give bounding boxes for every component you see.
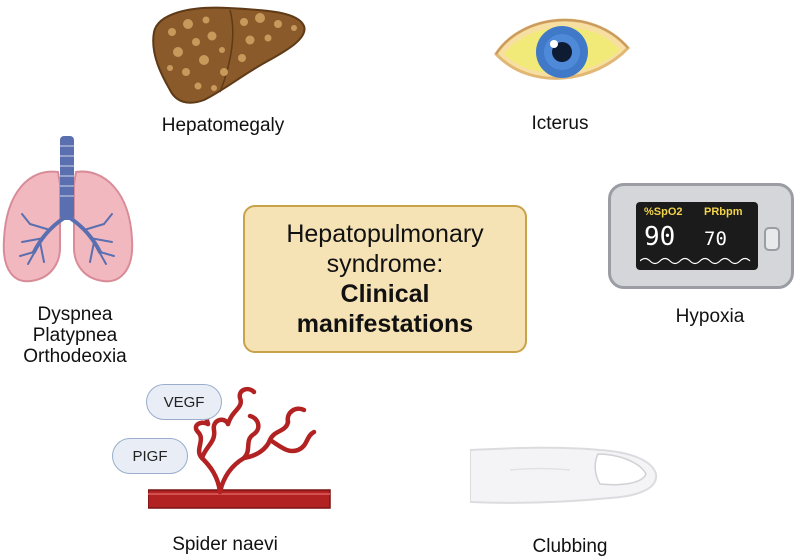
label-spider-naevi: Spider naevi [172, 534, 278, 555]
center-title-line2: syndrome: [326, 250, 444, 278]
center-title-line3: Clinical [340, 280, 430, 308]
oximeter-pr-value: 70 [704, 228, 727, 250]
pigf-pill: PIGF [112, 438, 188, 474]
label-dyspnea: Dyspnea [37, 304, 113, 325]
label-icterus: Icterus [531, 113, 589, 134]
oximeter-waveform [640, 257, 751, 265]
label-platypnea: Platypnea [32, 325, 118, 346]
oximeter-button [764, 227, 780, 251]
vegf-label: VEGF [163, 393, 205, 411]
liver-icon [152, 6, 306, 104]
lungs-icon [2, 136, 134, 283]
vegf-pill: VEGF [146, 384, 222, 420]
blood-vessel-icon [148, 386, 331, 509]
center-title-line1: Hepatopulmonary [286, 220, 484, 248]
oximeter-pr-label: PRbpm [704, 206, 743, 218]
eye-icon [494, 18, 631, 80]
label-clubbing: Clubbing [532, 536, 608, 557]
finger-icon [470, 446, 658, 504]
oximeter-spo2-value: 90 [644, 222, 676, 252]
label-hypoxia: Hypoxia [675, 306, 745, 327]
label-hepatomegaly: Hepatomegaly [161, 115, 285, 136]
pigf-label: PIGF [132, 447, 168, 465]
oximeter-screen: %SpO2 PRbpm 90 70 [636, 202, 758, 270]
pulse-oximeter-icon: %SpO2 PRbpm 90 70 [608, 183, 794, 289]
oximeter-spo2-label: %SpO2 [644, 206, 683, 218]
label-orthodeoxia: Orthodeoxia [23, 346, 127, 367]
center-title-line4: manifestations [296, 310, 474, 338]
center-title-box: Hepatopulmonary syndrome: Clinical manif… [243, 205, 527, 353]
